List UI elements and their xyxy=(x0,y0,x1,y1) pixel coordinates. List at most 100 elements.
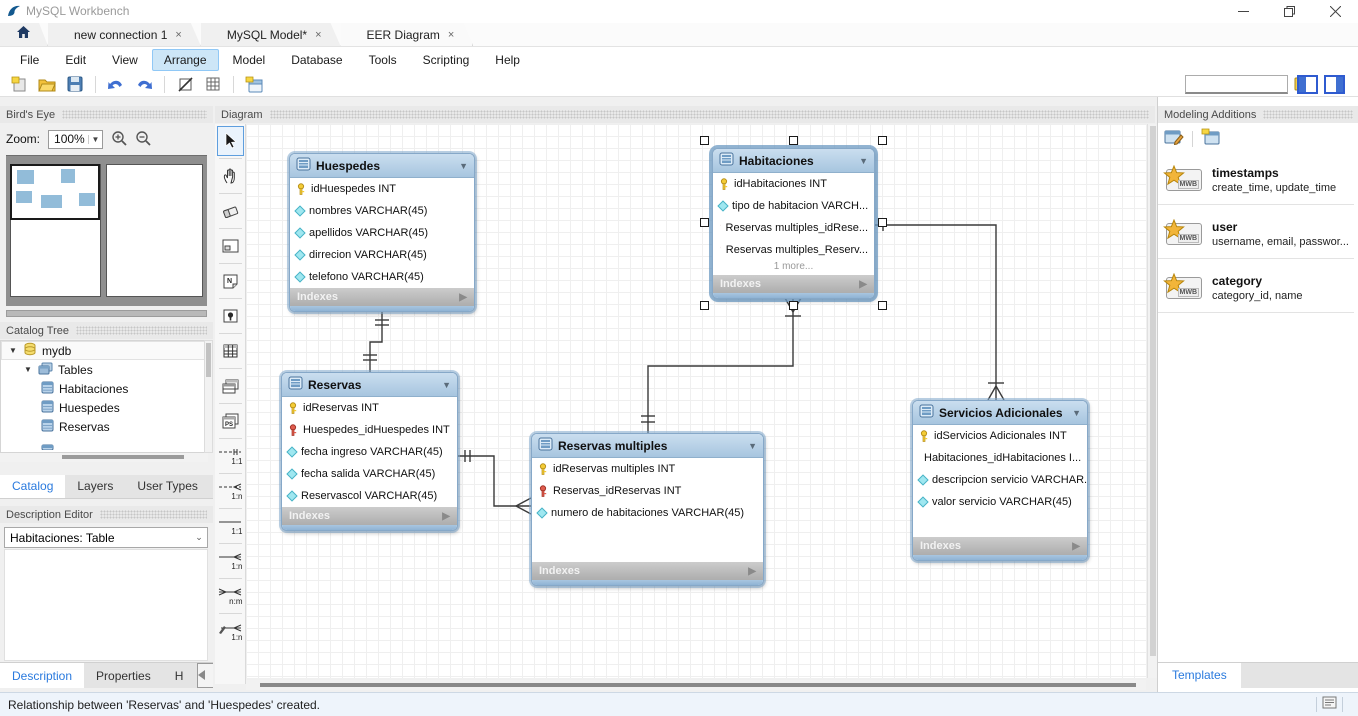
table-header[interactable]: Reservas ▼ xyxy=(282,373,457,397)
tab-properties[interactable]: Properties xyxy=(96,669,151,683)
redo-button[interactable] xyxy=(133,74,155,94)
undo-button[interactable] xyxy=(105,74,127,94)
new-document-button[interactable] xyxy=(8,74,30,94)
table-header[interactable]: Reservas multiples ▼ xyxy=(532,434,763,458)
table-header[interactable]: Habitaciones ▼ xyxy=(713,149,874,173)
indexes-footer[interactable]: Indexes▶ xyxy=(532,562,763,580)
tree-node-huespedes[interactable]: Huespedes xyxy=(1,398,207,417)
column-row[interactable]: fecha salida VARCHAR(45) xyxy=(282,463,457,485)
column-row[interactable]: idHuespedes INT xyxy=(290,178,474,200)
collapse-arrow-icon[interactable]: ▼ xyxy=(1072,407,1081,418)
column-row[interactable]: idReservas multiples INT xyxy=(532,458,763,480)
indexes-footer[interactable]: Indexes▶ xyxy=(290,288,474,306)
zoom-in-icon[interactable] xyxy=(111,130,127,149)
toggle-grid-off-button[interactable] xyxy=(174,74,196,94)
new-template-icon[interactable] xyxy=(1201,128,1220,150)
eraser-tool-button[interactable] xyxy=(217,196,244,226)
collapse-arrow-icon[interactable]: ▼ xyxy=(459,160,468,171)
menu-tools[interactable]: Tools xyxy=(368,52,397,67)
template-item-category[interactable]: MWB category category_id, name xyxy=(1158,263,1354,313)
entity-table-servicios-adicionales[interactable]: Servicios Adicionales ▼ idServicios Adic… xyxy=(912,400,1088,561)
entity-table-huespedes[interactable]: Huespedes ▼ idHuespedes INT nombres VARC… xyxy=(289,153,475,312)
close-button[interactable] xyxy=(1312,0,1358,23)
table-header[interactable]: Servicios Adicionales ▼ xyxy=(913,401,1087,425)
column-row[interactable]: descripcion servicio VARCHAR... xyxy=(913,469,1087,491)
column-row[interactable]: apellidos VARCHAR(45) xyxy=(290,222,474,244)
menu-arrange[interactable]: Arrange xyxy=(151,48,219,71)
save-model-button[interactable] xyxy=(64,74,86,94)
entity-table-habitaciones[interactable]: Habitaciones ▼ idHabitaciones INT tipo d… xyxy=(712,148,875,299)
birds-eye-minimap[interactable] xyxy=(6,155,207,306)
grid-button[interactable] xyxy=(202,74,224,94)
toggle-right-sidebar-icon[interactable] xyxy=(1324,75,1345,94)
collapse-arrow-icon[interactable]: ▼ xyxy=(859,155,868,166)
tab-user-types[interactable]: User Types xyxy=(137,479,198,493)
collapse-arrow-icon[interactable]: ▼ xyxy=(748,440,757,451)
tree-node-mydb[interactable]: ▼ mydb xyxy=(1,341,207,360)
tree-vertical-scrollbar[interactable] xyxy=(204,340,213,453)
canvas-vertical-scrollbar[interactable] xyxy=(1147,124,1157,678)
rel-1-n-non-identifying-button[interactable]: 1:n xyxy=(217,476,244,506)
tab-description[interactable]: Description xyxy=(0,663,85,688)
edit-template-icon[interactable] xyxy=(1164,129,1184,150)
tab-eer-diagram[interactable]: EER Diagram × xyxy=(341,23,474,46)
output-log-icon[interactable] xyxy=(1322,696,1337,714)
menu-database[interactable]: Database xyxy=(291,52,343,67)
column-row[interactable]: fecha ingreso VARCHAR(45) xyxy=(282,441,457,463)
entity-table-reservas-multiples[interactable]: Reservas multiples ▼ idReservas multiple… xyxy=(531,433,764,586)
rel-1-1-identifying-button[interactable]: 1:1 xyxy=(217,511,244,541)
column-row[interactable]: idReservas INT xyxy=(282,397,457,419)
zoom-out-icon[interactable] xyxy=(135,130,151,149)
toggle-left-sidebar-icon[interactable] xyxy=(1297,75,1318,94)
table-tool-button[interactable] xyxy=(217,336,244,366)
home-tab[interactable] xyxy=(0,23,48,46)
collapse-arrow-icon[interactable]: ▼ xyxy=(442,379,451,390)
more-columns-indicator[interactable]: 1 more... xyxy=(773,261,814,272)
tab-close-icon[interactable]: × xyxy=(315,28,322,41)
tree-node-tables[interactable]: ▼ Tables xyxy=(1,360,207,379)
layer-tool-button[interactable] xyxy=(217,231,244,261)
note-tool-button[interactable]: N xyxy=(217,266,244,296)
column-row[interactable]: idHabitaciones INT xyxy=(713,173,874,195)
tab-history-truncated[interactable]: H xyxy=(174,669,184,683)
indexes-footer[interactable]: Indexes▶ xyxy=(913,537,1087,555)
pan-tool-button[interactable] xyxy=(217,161,244,191)
menu-view[interactable]: View xyxy=(112,52,138,67)
column-row[interactable]: Reservas_idReservas INT xyxy=(532,480,763,502)
indexes-footer[interactable]: Indexes▶ xyxy=(282,507,457,525)
tab-close-icon[interactable]: × xyxy=(175,28,182,41)
column-row[interactable]: Reservascol VARCHAR(45) xyxy=(282,485,457,507)
scroll-tabs-left-icon[interactable] xyxy=(198,667,207,685)
rel-n-m-button[interactable]: n:m xyxy=(217,581,244,611)
menu-help[interactable]: Help xyxy=(495,52,520,67)
menu-model[interactable]: Model xyxy=(232,52,266,67)
entity-table-reservas[interactable]: Reservas ▼ idReservas INT Huespedes_idHu… xyxy=(281,372,458,531)
tab-mysql-model[interactable]: MySQL Model* × xyxy=(201,23,341,46)
column-row[interactable]: idServicios Adicionales INT xyxy=(913,425,1087,447)
tree-node-habitaciones[interactable]: Habitaciones xyxy=(1,379,207,398)
tab-new-connection[interactable]: new connection 1 × xyxy=(48,23,201,46)
view-tool-button[interactable] xyxy=(217,371,244,401)
tree-horizontal-scrollbar[interactable] xyxy=(0,453,208,462)
rel-1-1-non-identifying-button[interactable]: 1:1 xyxy=(217,441,244,471)
menu-edit[interactable]: Edit xyxy=(65,52,87,67)
search-input[interactable] xyxy=(1185,75,1288,94)
rel-1-n-existing-columns-button[interactable]: 1:n xyxy=(217,616,244,646)
indexes-footer[interactable]: Indexes▶ xyxy=(713,275,874,293)
canvas-horizontal-scrollbar[interactable] xyxy=(246,680,1146,690)
column-row[interactable]: Habitaciones_idHabitaciones I... xyxy=(913,447,1087,469)
table-header[interactable]: Huespedes ▼ xyxy=(290,154,474,178)
column-row[interactable]: nombres VARCHAR(45) xyxy=(290,200,474,222)
description-editor-body[interactable] xyxy=(4,549,208,661)
expand-arrow-icon[interactable]: ▼ xyxy=(24,365,32,374)
new-diagram-button[interactable] xyxy=(243,74,265,94)
tab-layers[interactable]: Layers xyxy=(77,479,114,493)
routine-group-tool-button[interactable]: PS xyxy=(217,406,244,436)
tree-node-reservas[interactable]: Reservas xyxy=(1,417,207,436)
image-tool-button[interactable] xyxy=(217,301,244,331)
minimap-scrollbar[interactable] xyxy=(6,310,207,317)
tab-catalog[interactable]: Catalog xyxy=(0,475,66,498)
zoom-level-select[interactable]: 100% ▼ xyxy=(48,129,104,149)
restore-button[interactable] xyxy=(1266,0,1312,23)
column-row[interactable]: numero de habitaciones VARCHAR(45) xyxy=(532,502,763,524)
